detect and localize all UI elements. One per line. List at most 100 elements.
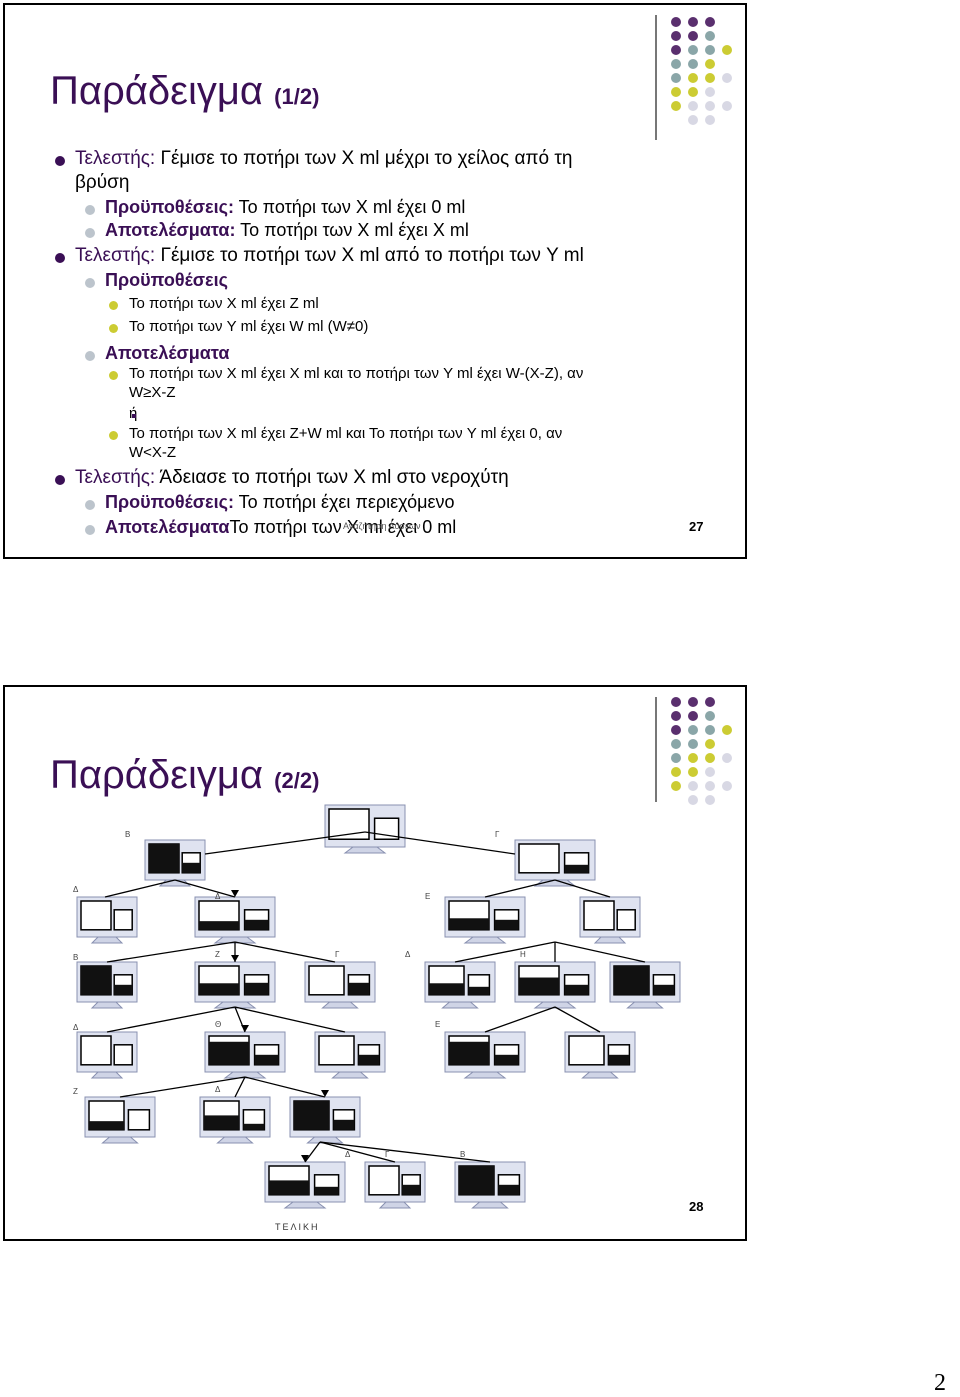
bullet-item: Προϋποθέσεις: Το ποτήρι των X ml έχει 0 … [105,197,466,218]
bullet-item: Τελεστής: Γέμισε το ποτήρι των X ml μέχρ… [75,148,573,170]
node-b2 [76,961,138,1009]
slide-title: Παράδειγμα (2/2) [50,753,320,797]
bullet-text: Το ποτήρι των X ml έχει X ml και το ποτή… [129,365,584,382]
node-letter: Γ [335,950,340,959]
bullet-marker [132,414,136,418]
footer-text: Αναζήτηση Λύσεων [343,521,421,531]
bullet-text: Γέμισε το ποτήρι των X ml μέχρι το χείλο… [155,148,573,169]
node-letter: Ε [435,1020,440,1029]
bullet-marker [85,500,95,510]
node-b5 [454,1161,526,1209]
arrow-head [231,955,239,962]
node-letter: Δ [215,1085,221,1094]
edge [204,831,366,855]
bullet-label: Τελεστής: [75,467,156,488]
bullet-item: W<X-Z [129,444,176,462]
arrow-head [321,1090,329,1097]
node-b3 [609,961,681,1009]
node-letter: Β [125,830,130,839]
bullet-text: Το ποτήρι των Y ml έχει W ml (W≠0) [129,318,369,335]
bullet-text: Το ποτήρι έχει περιεχόμενο [233,492,455,512]
node-letter: Θ [215,1020,221,1029]
bullet-item: ΑποτελέσματαΤο ποτήρι των X ml έχει 0 ml [105,517,457,538]
bullet-item: Το ποτήρι των X ml έχει Z ml [129,295,319,313]
bullet-text: Γέμισε το ποτήρι των X ml από το ποτήρι … [155,245,584,266]
node-a4 [199,1096,271,1144]
bullet-item: Τελεστής: Άδειασε το ποτήρι των X ml στο… [75,467,509,489]
edge [554,941,646,963]
node-g5 [364,1161,426,1209]
edge [319,1141,491,1163]
decor-line [655,15,657,140]
node-g2 [304,961,376,1009]
bullet-text: Το ποτήρι των X ml έχει Z ml [129,295,319,312]
bullet-text: Το ποτήρι των X ml έχει Z+W ml και Το πο… [129,425,563,442]
node-g [514,839,596,887]
node-a3 [76,1031,138,1079]
edge [234,1076,246,1098]
edge [319,1141,396,1163]
bullet-marker [55,156,65,166]
node-z2 [84,1096,156,1144]
node-b4 [289,1096,361,1144]
edge [234,941,336,963]
node-e1 [194,896,276,944]
root-node [324,804,406,854]
bullet-item: Αποτελέσματα [105,343,230,364]
node-letter: Δ [405,950,411,959]
edge [304,1141,321,1163]
bullet-item: ή [129,405,137,423]
bullet-text: Άδειασε το ποτήρι των X ml στο νεροχύτη [155,467,509,488]
bullet-text: W≥X-Z [129,384,176,401]
bullet-item: Αποτελέσματα: Το ποτήρι των X ml έχει X … [105,220,469,241]
edge [554,1006,601,1033]
node-letter: Γ [385,1150,390,1159]
bullet-item: βρύση [75,172,129,194]
arrow-head [241,1025,249,1032]
edge [104,879,176,898]
bullet-label: Προϋποθέσεις [105,270,228,290]
slide-title: Παράδειγμα (1/2) [50,69,320,113]
page-number: 2 [934,1370,946,1396]
bullet-text: Το ποτήρι των X ml έχει X ml [235,220,469,240]
edge [106,941,236,963]
edge [484,879,556,898]
bullet-label: Τελεστής: [75,148,156,169]
bullet-item: Προϋποθέσεις [105,270,228,291]
node-g4 [564,1031,636,1079]
final-state-label: ΤΕΛΙΚΗ [275,1222,320,1232]
node-letter: Β [73,953,78,962]
bullet-marker [109,301,118,310]
edge [174,879,236,898]
node-a2 [579,896,641,944]
bullet-marker [55,475,65,485]
bullet-label: Προϋποθέσεις: [105,197,234,217]
node-final [264,1161,346,1209]
node-letter: Ζ [215,950,220,959]
bullet-text: Το ποτήρι των X ml έχει 0 ml [233,197,466,217]
bullet-label: Αποτελέσματα [105,517,230,537]
slide-number: 27 [689,519,704,534]
bullet-item: W≥X-Z [129,384,176,402]
node-e2 [444,896,526,944]
bullet-marker [55,253,65,263]
node-letter: Δ [215,892,221,901]
node-letter: Β [460,1150,465,1159]
node-letter: Δ [73,885,79,894]
bullet-item: Το ποτήρι των X ml έχει Z+W ml και Το πο… [129,425,563,443]
bullet-label: Αποτελέσματα [105,343,230,363]
slide-1: Παράδειγμα (1/2) Τελεστής: Γέμισε το ποτ… [3,3,747,559]
edge [244,1076,326,1098]
node-letter: Η [520,950,526,959]
bullet-marker [109,431,118,440]
node-letter: Γ [495,830,500,839]
bullet-text: Το ποτήρι των X ml έχει 0 ml [229,517,457,537]
edge [454,941,556,963]
node-letter: Δ [73,1023,79,1032]
bullet-item: Το ποτήρι των X ml έχει X ml και το ποτή… [129,365,584,383]
decor-line [655,697,657,802]
edge [234,1006,346,1033]
edge [119,1076,246,1098]
